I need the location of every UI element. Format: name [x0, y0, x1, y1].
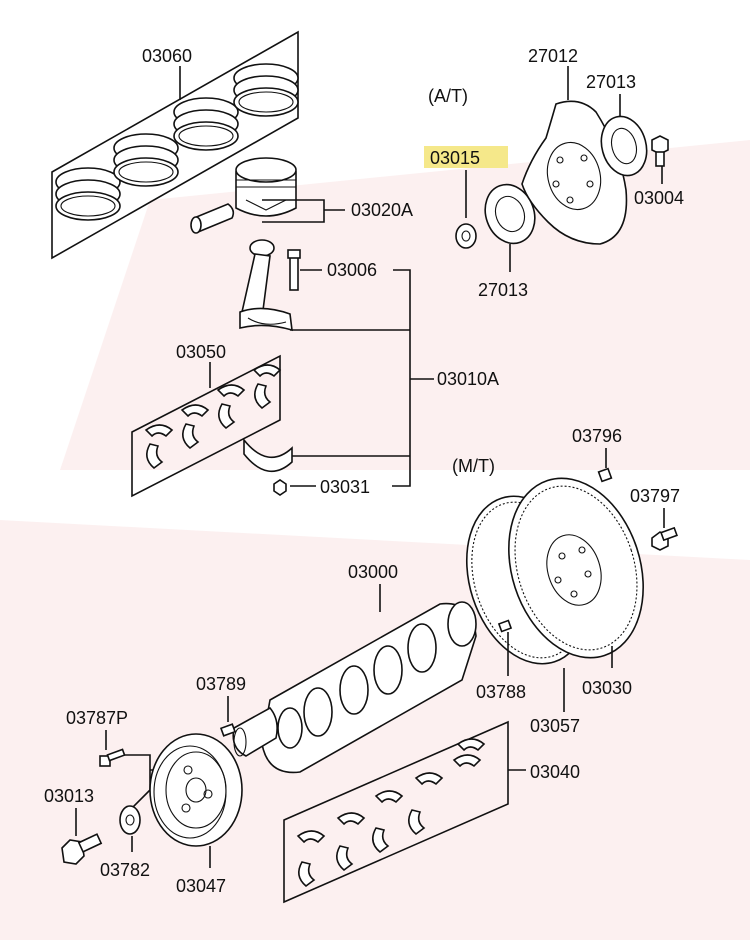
- main-bearings-group: 03040: [283, 720, 580, 904]
- label-27012: 27012: [528, 46, 578, 66]
- drive-plate: [521, 100, 628, 245]
- label-03789: 03789: [196, 674, 246, 694]
- adapter-plate-front: [484, 183, 536, 245]
- highlight-03015: [424, 146, 508, 168]
- pulley-bolt: [61, 833, 103, 865]
- connecting-rod: [239, 239, 293, 332]
- label-03787p: 03787P: [66, 708, 128, 728]
- connecting-rod-group: 03006 03010A 03031: [239, 239, 499, 497]
- conrod-bearing-shells: [144, 364, 282, 470]
- label-03788: 03788: [476, 682, 526, 702]
- label-03004: 03004: [634, 188, 684, 208]
- pulley-washer-bolt: [99, 748, 126, 767]
- conrod-nut: [273, 479, 287, 496]
- label-03010a: 03010A: [437, 369, 499, 389]
- drive-plate-bolt: [651, 135, 669, 167]
- label-03020a: 03020A: [351, 200, 413, 220]
- pulley-washer: [119, 805, 141, 835]
- label-03796: 03796: [572, 426, 622, 446]
- ring-set-2: [113, 133, 179, 187]
- dowel-pin-group: 03789: [196, 674, 246, 737]
- main-bearing-shells: [296, 738, 486, 888]
- dowel-pin: [219, 723, 237, 737]
- flywheel-dowel-pin: [597, 467, 613, 483]
- conrod-cap: [243, 437, 293, 472]
- label-27013-bottom: 27013: [478, 280, 528, 300]
- conrod-bearings-group: 03050: [131, 342, 282, 498]
- condition-label-mt: (M/T): [452, 456, 495, 476]
- label-03782: 03782: [100, 860, 150, 880]
- ring-gear-pin: [497, 619, 513, 633]
- label-03797: 03797: [630, 486, 680, 506]
- label-03057: 03057: [530, 716, 580, 736]
- condition-label-at: (A/T): [428, 86, 468, 106]
- ring-set-3: [173, 97, 239, 151]
- adapter-plate-rear: [600, 115, 648, 177]
- piston-group: 03020A: [190, 157, 413, 234]
- label-03013: 03013: [44, 786, 94, 806]
- crank-pulley: [149, 733, 243, 847]
- crankshaft-group: 03000: [232, 562, 477, 774]
- label-03030: 03030: [582, 678, 632, 698]
- label-03047: 03047: [176, 876, 226, 896]
- crank-bushing: [455, 223, 477, 249]
- ring-set-4: [233, 63, 299, 117]
- conrod-bolt: [287, 249, 301, 291]
- label-03006: 03006: [327, 260, 377, 280]
- flywheel-bolt: [651, 526, 678, 551]
- label-03015: 03015: [430, 148, 480, 168]
- label-03040: 03040: [530, 762, 580, 782]
- ring-set-1: [55, 167, 121, 221]
- at-drive-plate-group: (A/T) 03015 27013 27012: [424, 46, 684, 300]
- label-27013-top: 27013: [586, 72, 636, 92]
- label-03050: 03050: [176, 342, 226, 362]
- label-03000: 03000: [348, 562, 398, 582]
- label-03060: 03060: [142, 46, 192, 66]
- label-03031: 03031: [320, 477, 370, 497]
- piston-pin: [190, 203, 235, 234]
- crank-pulley-group: 03787P 03047 03782 03013: [44, 708, 243, 896]
- flywheel: [508, 477, 644, 659]
- crankshaft: [232, 601, 477, 774]
- piston: [235, 157, 297, 217]
- piston-rings-group: 03060: [51, 30, 299, 260]
- mt-flywheel-group: (M/T) 03796 03797 03788 03057: [452, 426, 680, 736]
